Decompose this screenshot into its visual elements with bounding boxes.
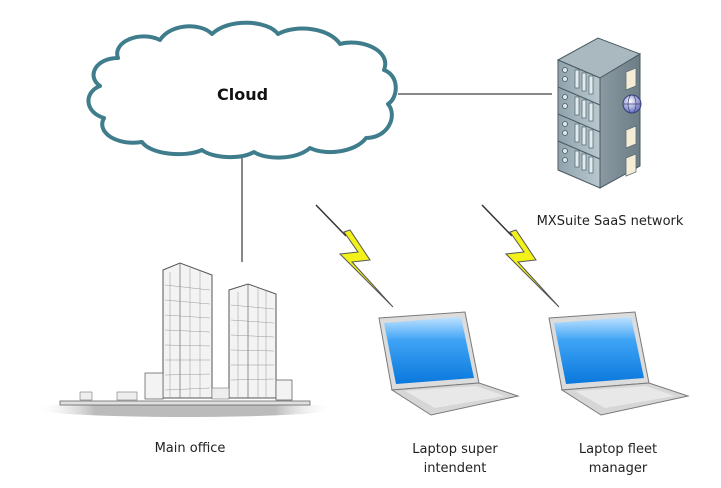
cloud-icon [86, 20, 398, 160]
main-office-label: Main office [154, 441, 226, 456]
laptop-fleet-manager-label: Laptop fleet manager [558, 440, 678, 478]
saas-network-label: MXSuite SaaS network [536, 214, 684, 229]
laptop-icon-2 [548, 311, 690, 416]
laptop-superintendent-label-line2: intendent [423, 461, 487, 476]
wireless-lightning-icon-2 [481, 204, 560, 308]
laptop-fleet-manager-label-line1: Laptop fleet [578, 442, 658, 457]
laptop-superintendent-label-line1: Laptop super [412, 442, 498, 457]
cloud-label: Cloud [217, 85, 269, 104]
office-buildings-icon [35, 262, 335, 417]
server-rack-icon [556, 37, 642, 189]
laptop-fleet-manager-label-line2: manager [588, 461, 648, 476]
wireless-lightning-icon-1 [315, 204, 394, 308]
laptop-icon-1 [378, 311, 520, 416]
laptop-superintendent-label: Laptop super intendent [395, 440, 515, 478]
